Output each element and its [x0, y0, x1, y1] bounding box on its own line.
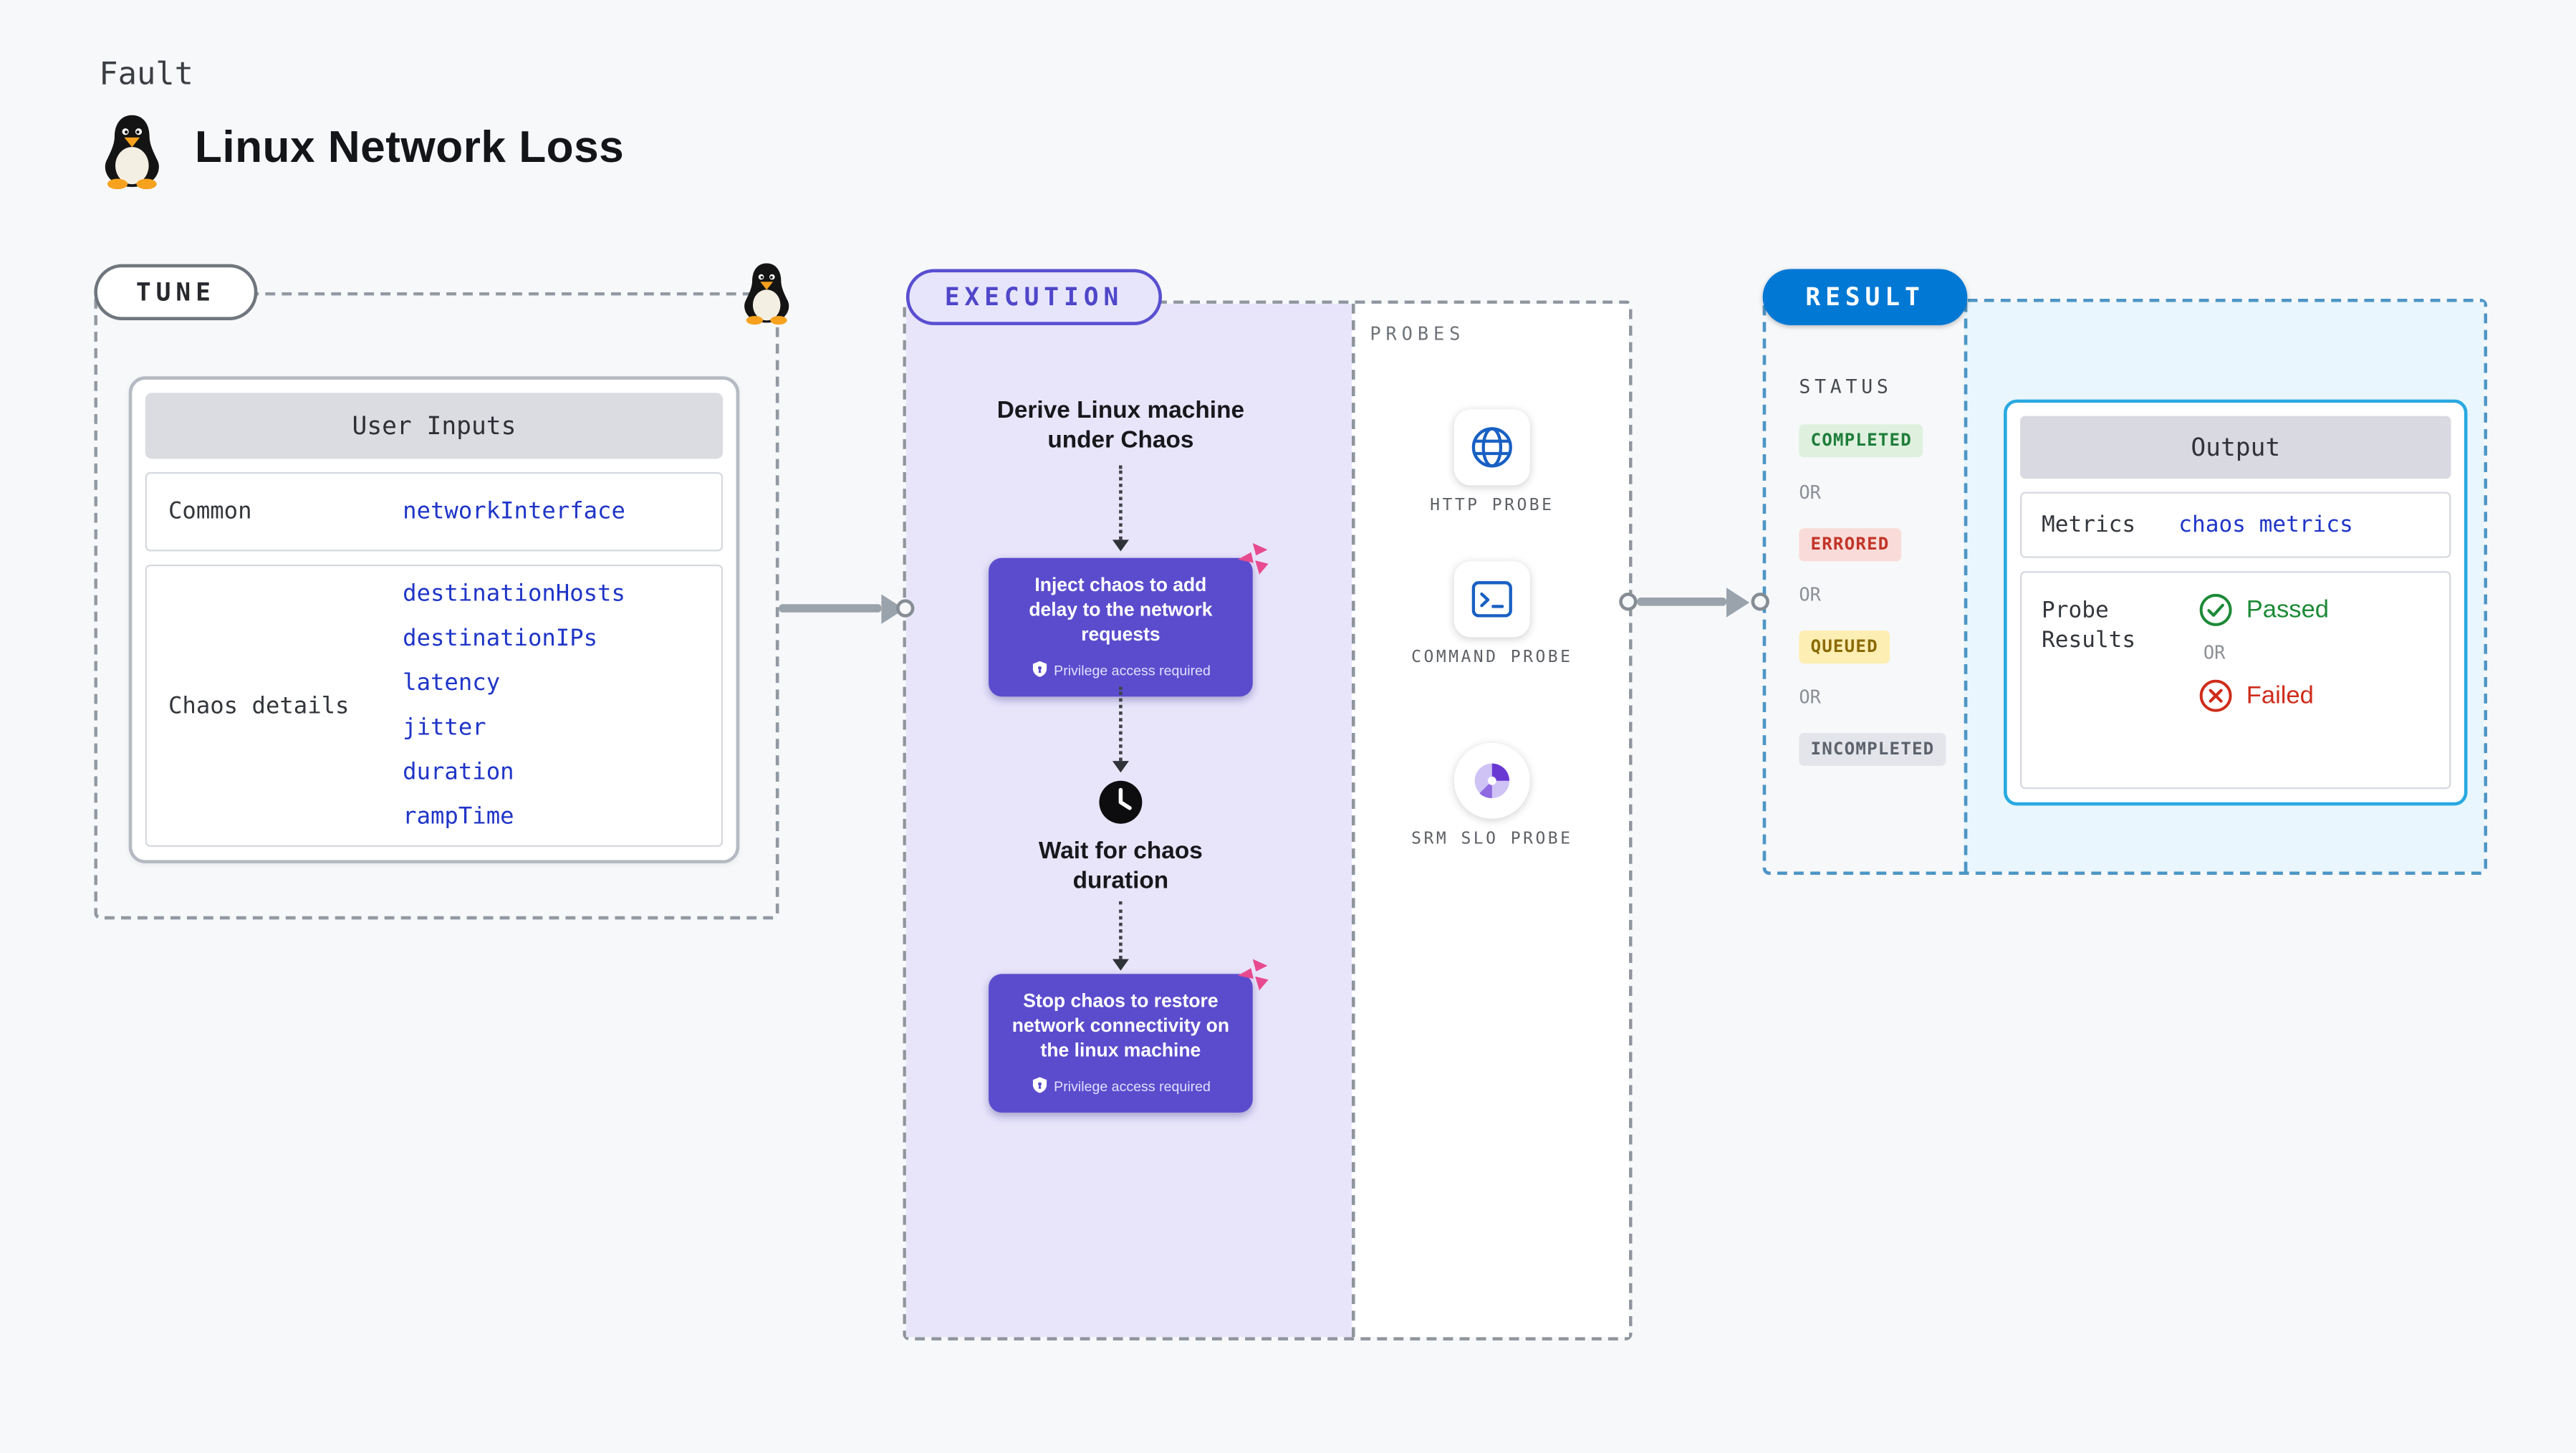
table-row-common: Common networkInterface — [145, 471, 724, 552]
connector-node — [896, 599, 915, 618]
probes-heading: PROBES — [1370, 323, 1466, 345]
page-title: Linux Network Loss — [194, 122, 625, 172]
flow-connector — [1111, 686, 1131, 773]
execution-label: EXECUTION — [905, 269, 1163, 325]
privilege-badge: Privilege access required — [1009, 1076, 1233, 1094]
row-label: Chaos details — [168, 692, 350, 719]
execution-section: Derive Linux machine under Chaos Inject … — [903, 300, 1633, 1341]
status-badge-completed: COMPLETED — [1799, 424, 1924, 458]
step-inject-box: Inject chaos to add delay to the network… — [989, 543, 1269, 697]
code-value: duration — [403, 758, 514, 785]
user-inputs-table: User Inputs Common networkInterface Chao… — [128, 376, 740, 863]
result-section: STATUS COMPLETED OR ERRORED OR QUEUED OR… — [1762, 299, 2488, 876]
code-value: latency — [403, 669, 501, 696]
arrow-probes-to-result — [1637, 598, 1726, 606]
execution-flow: Derive Linux machine under Chaos Inject … — [905, 303, 1352, 1338]
probe-label: SRM SLO PROBE — [1411, 830, 1573, 849]
code-value: jitter — [403, 714, 486, 741]
shield-icon — [1032, 661, 1047, 677]
status-badge-errored: ERRORED — [1799, 528, 1901, 562]
step-wait: Wait for chaos duration — [1038, 838, 1203, 895]
step-derive: Derive Linux machine under Chaos — [996, 398, 1245, 454]
linux-tux-icon — [96, 112, 168, 190]
failed-result: Failed — [2198, 678, 2329, 713]
connector-node — [1751, 593, 1769, 611]
result-label: RESULT — [1762, 269, 1968, 325]
output-row-metrics: Metrics chaos metrics — [2020, 491, 2451, 558]
globe-network-icon — [1471, 427, 1512, 468]
output-table: Output Metrics chaos metrics Probe Resul… — [2004, 399, 2468, 806]
status-panel: STATUS COMPLETED OR ERRORED OR QUEUED OR… — [1766, 302, 1964, 872]
output-panel: Output Metrics chaos metrics Probe Resul… — [1964, 302, 2484, 872]
output-row-probe-results: Probe Results Passed OR — [2020, 571, 2451, 790]
metrics-value: chaos metrics — [2178, 511, 2353, 537]
privilege-badge: Privilege access required — [1009, 661, 1233, 678]
or-text: OR — [1799, 686, 1821, 709]
clock-icon — [1097, 779, 1144, 825]
code-value: destinationHosts — [403, 580, 625, 607]
or-text: OR — [1799, 584, 1821, 606]
privilege-note: Privilege access required — [1054, 661, 1211, 678]
step-inject-text: Inject chaos to add delay to the network… — [1029, 576, 1213, 646]
flow-connector — [1111, 901, 1131, 971]
or-text: OR — [1799, 481, 1821, 504]
shield-icon — [1032, 1077, 1047, 1093]
tux-icon-small — [738, 261, 796, 325]
chaos-spark-icon — [1234, 956, 1271, 992]
user-inputs-header: User Inputs — [145, 393, 724, 459]
status-badge-queued: QUEUED — [1799, 630, 1890, 664]
row-label: Probe Results — [2042, 598, 2136, 654]
privilege-note: Privilege access required — [1054, 1077, 1211, 1094]
step-stop-text: Stop chaos to restore network connectivi… — [1011, 992, 1230, 1062]
status-heading: STATUS — [1799, 375, 1893, 398]
chaos-spark-icon — [1234, 540, 1271, 576]
tune-label: TUNE — [94, 264, 258, 320]
step-stop-box: Stop chaos to restore network connectivi… — [989, 959, 1269, 1113]
passed-result: Passed — [2198, 593, 2329, 627]
pie-gauge-icon — [1474, 763, 1510, 798]
probes-section: PROBES HTTP PROBE COMMAND PROBE — [1351, 303, 1630, 1338]
check-circle-icon — [2199, 593, 2232, 626]
output-header: Output — [2020, 416, 2451, 479]
arrowhead-icon — [1726, 588, 1750, 618]
code-value: rampTime — [403, 802, 514, 830]
row-label: Common — [168, 498, 252, 525]
failed-label: Failed — [2246, 681, 2314, 710]
fault-kicker: Fault — [99, 56, 194, 93]
terminal-icon — [1471, 581, 1512, 618]
flow-connector — [1111, 465, 1131, 552]
x-circle-icon — [2199, 679, 2232, 712]
http-probe-card — [1453, 409, 1530, 486]
probe-label: COMMAND PROBE — [1411, 648, 1573, 667]
passed-label: Passed — [2246, 595, 2330, 624]
tune-section — [94, 292, 779, 920]
arrow-tune-to-execution — [779, 604, 882, 613]
probe-label: HTTP PROBE — [1430, 497, 1554, 515]
srm-slo-probe-card — [1453, 742, 1530, 819]
code-value: destinationIPs — [403, 625, 598, 651]
table-row-chaos-details: Chaos details destinationHosts destinati… — [145, 564, 724, 847]
connector-node — [1619, 593, 1638, 611]
status-badge-incompleted: INCOMPLETED — [1799, 732, 1946, 767]
command-probe-card — [1453, 561, 1530, 638]
or-text: OR — [2203, 642, 2226, 664]
row-label: Metrics — [2042, 512, 2136, 539]
code-value: networkInterface — [403, 497, 625, 524]
